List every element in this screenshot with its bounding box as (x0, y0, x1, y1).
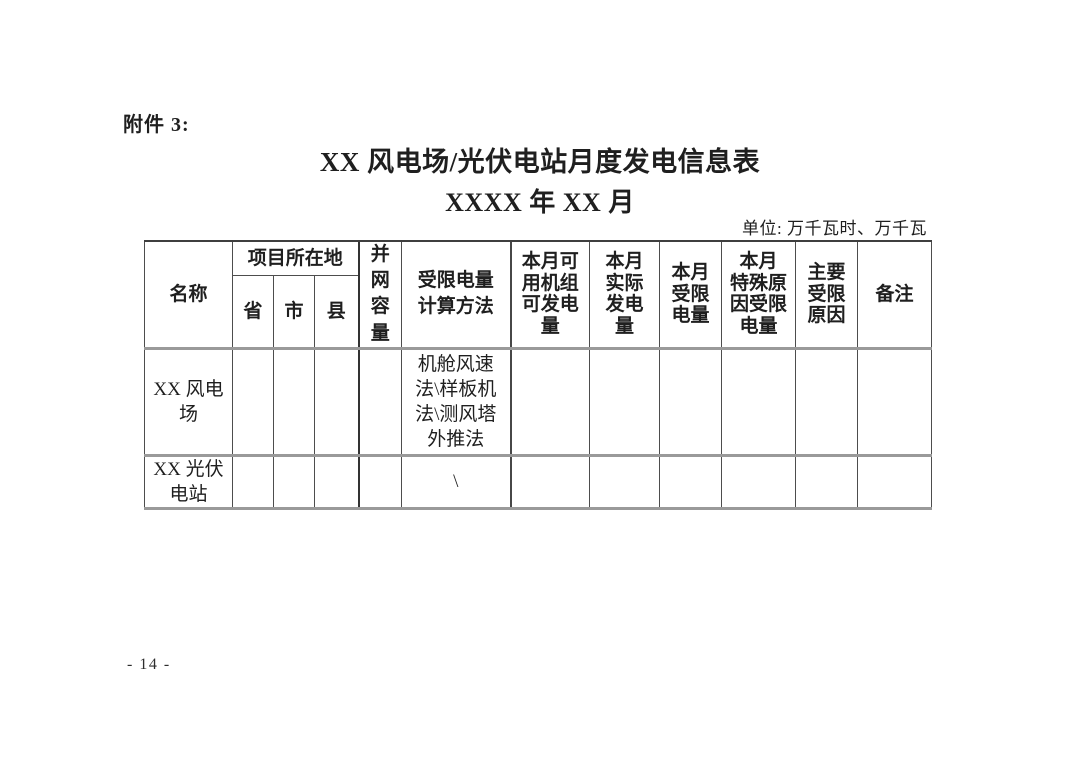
header-curtailed-energy: 本月 受限 电量 (659, 239, 722, 349)
cell-available-generation (509, 346, 590, 456)
header-remarks: 备注 (857, 239, 932, 349)
cell-available-generation (509, 453, 590, 511)
header-city: 市 (273, 275, 315, 349)
cell-curtail-method: 机舱风速 法\样板机 法\测风塔 外推法 (401, 346, 511, 456)
header-county: 县 (314, 275, 359, 349)
cell-special-curtailed-energy (721, 346, 796, 456)
page-subtitle: XXXX 年 XX 月 (445, 188, 635, 217)
page-number: - 14 - (127, 656, 171, 673)
cell-remarks (857, 346, 932, 456)
attachment-label: 附件 3: (123, 114, 190, 136)
header-actual-generation: 本月 实际 发电 量 (589, 239, 660, 349)
table-row-pv-station: XX 光伏 电站 \ (144, 453, 932, 511)
header-location-group: 项目所在地 (232, 240, 359, 277)
cell-curtail-method: \ (401, 453, 511, 511)
cell-name: XX 光伏 电站 (144, 453, 233, 511)
cell-remarks (857, 453, 932, 511)
cell-actual-generation (589, 453, 660, 511)
cell-curtailed-energy (659, 346, 722, 456)
cell-main-curtail-reason (795, 453, 858, 511)
cell-name: XX 风电 场 (144, 346, 233, 456)
header-grid-capacity: 并 网 容 量 (357, 239, 402, 349)
unit-note: 单位: 万千瓦时、万千瓦 (742, 219, 927, 238)
header-row-sub: 省 市 县 (145, 275, 932, 349)
cell-county (314, 346, 359, 456)
cell-city (273, 346, 315, 456)
page-title: XX 风电场/光伏电站月度发电信息表 (319, 147, 761, 177)
header-name: 名称 (144, 239, 233, 349)
monthly-generation-table: 名称 项目所在地 并 网 容 量 受限电量 计算方法 本月可 用机组 可发电 量… (144, 239, 932, 511)
table-header: 名称 项目所在地 并 网 容 量 受限电量 计算方法 本月可 用机组 可发电 量… (144, 239, 932, 349)
cell-special-curtailed-energy (721, 453, 796, 511)
cell-county (314, 453, 359, 511)
cell-grid-capacity (357, 346, 402, 456)
cell-city (273, 453, 315, 511)
header-province: 省 (232, 275, 274, 349)
table-body: XX 风电 场 机舱风速 法\样板机 法\测风塔 外推法 XX 光伏 电站 \ (144, 346, 932, 511)
cell-province (232, 453, 274, 511)
cell-province (232, 346, 274, 456)
header-special-curtailed-energy: 本月 特殊原 因受限 电量 (721, 239, 796, 349)
table-row-wind-farm: XX 风电 场 机舱风速 法\样板机 法\测风塔 外推法 (144, 346, 932, 456)
cell-grid-capacity (357, 453, 402, 511)
header-available-generation: 本月可 用机组 可发电 量 (509, 239, 590, 349)
cell-actual-generation (589, 346, 660, 456)
header-curtail-method: 受限电量 计算方法 (401, 239, 511, 349)
header-main-curtail-reason: 主要 受限 原因 (795, 239, 858, 349)
cell-curtailed-energy (659, 453, 722, 511)
cell-main-curtail-reason (795, 346, 858, 456)
header-row-top: 名称 项目所在地 并 网 容 量 受限电量 计算方法 本月可 用机组 可发电 量… (144, 239, 932, 349)
